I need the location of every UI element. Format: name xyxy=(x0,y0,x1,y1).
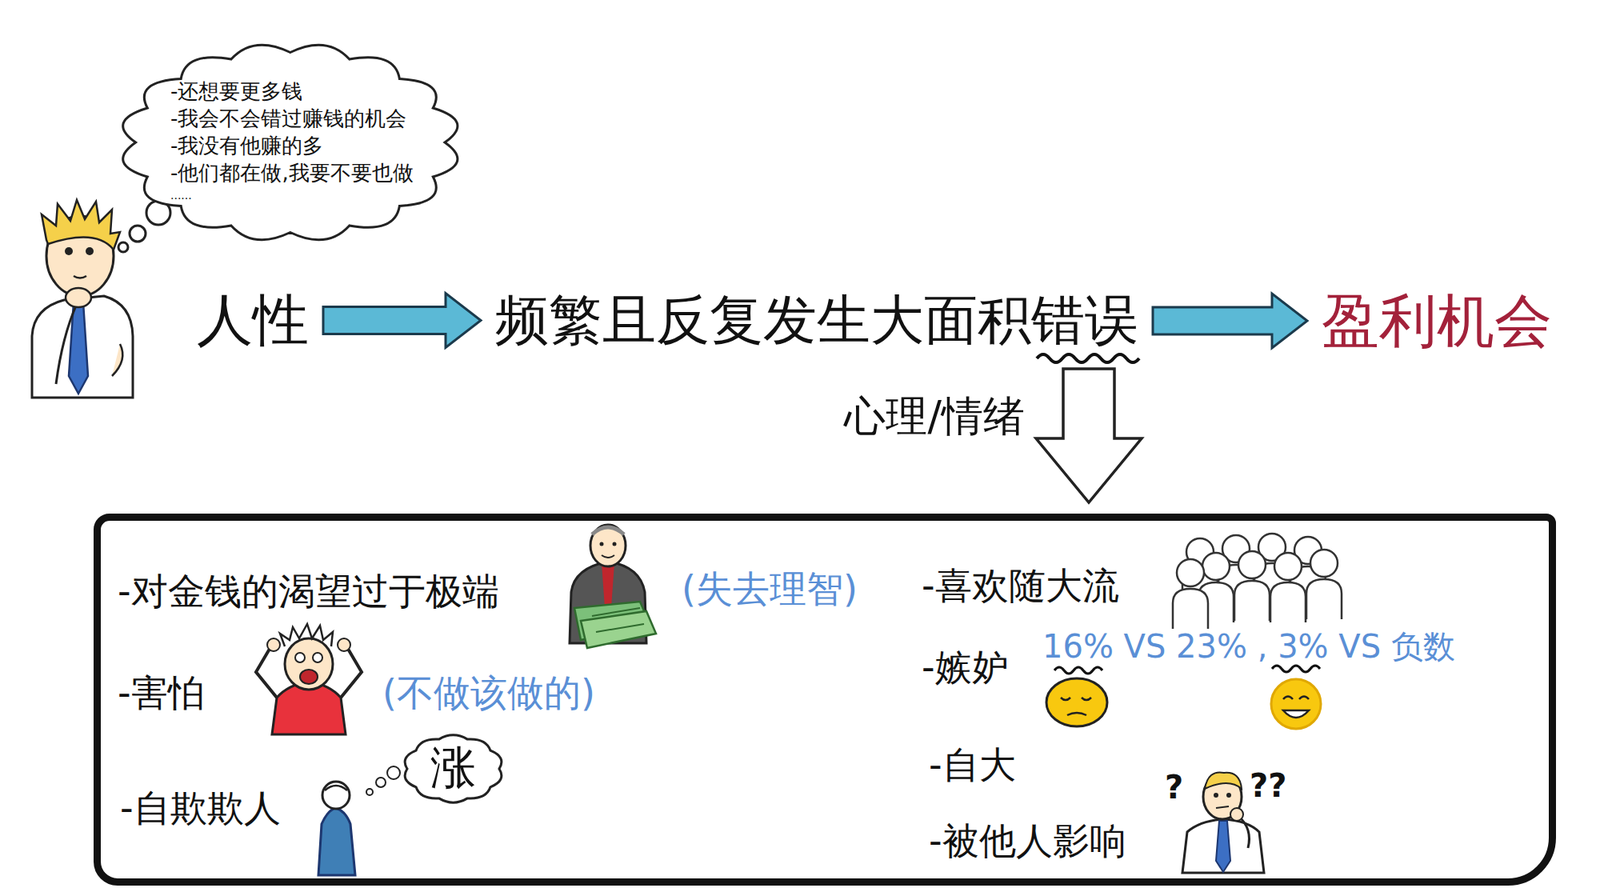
money-man xyxy=(580,611,656,648)
thought-cloud: -还想要更多钱-我会不会错过赚钱的机会-我没有他赚的多-他们都在做,我要不要也做… xyxy=(117,40,464,244)
money-man xyxy=(569,524,656,648)
money-man xyxy=(612,542,617,547)
term-text: 频繁且反复发生大面积错误 xyxy=(495,289,1139,352)
term-text: 盈利机会 xyxy=(1321,288,1552,355)
panel-text: -嫉妒 xyxy=(921,645,1009,690)
money-man xyxy=(592,608,644,632)
sad-face xyxy=(1046,678,1108,727)
thinking-man xyxy=(32,296,133,398)
thought-bubble-dots xyxy=(118,200,171,252)
emotion-panel: -对金钱的渴望过于极端 (失去理智) -害怕 (不做该做的) -自欺欺人 -喜欢随大流 -嫉… xyxy=(93,513,1556,886)
thinking-man xyxy=(65,288,92,308)
frightened-man xyxy=(300,669,318,684)
happy-face xyxy=(1271,665,1321,729)
frightened-man xyxy=(337,638,351,652)
block-arrow xyxy=(323,293,481,348)
crowd xyxy=(1306,549,1342,620)
confused-man xyxy=(1216,820,1231,872)
wavy-underline xyxy=(1036,354,1140,363)
block-arrow xyxy=(1152,293,1308,348)
down-arrow xyxy=(1036,368,1142,503)
frightened-man xyxy=(280,624,333,647)
thought-bubble-dots xyxy=(118,242,128,252)
hopeful-person xyxy=(387,766,400,780)
sad-face xyxy=(1067,712,1087,716)
panel-text: -自大 xyxy=(928,743,1016,788)
panel-text: (不做该做的) xyxy=(382,671,596,716)
hopeful-person xyxy=(322,781,350,809)
thinking-man xyxy=(73,276,87,279)
frightened-man xyxy=(295,652,305,663)
sad-face xyxy=(1054,667,1103,674)
happy-face xyxy=(1283,696,1309,700)
sad-face xyxy=(1060,697,1092,700)
thinking-man xyxy=(64,247,73,256)
money-man xyxy=(590,524,626,567)
thought-text: ...... xyxy=(170,186,414,204)
hopeful-person xyxy=(376,777,386,788)
money-man xyxy=(601,563,615,608)
crowd xyxy=(1172,533,1342,629)
frightened-man xyxy=(340,644,362,698)
frightened-man xyxy=(267,638,280,652)
hopeful-person xyxy=(318,808,356,876)
hopeful-person xyxy=(318,766,400,876)
hopeful-person xyxy=(324,785,348,791)
money-man xyxy=(601,555,615,558)
panel-text: -被他人影响 xyxy=(928,819,1127,864)
term-text: 人性 xyxy=(196,288,309,353)
sad-face xyxy=(1046,667,1108,727)
crowd xyxy=(1270,552,1306,623)
thought-text: -我会不会错过赚钱的机会 xyxy=(170,104,414,132)
thought-text: -还想要更多钱 xyxy=(170,77,414,105)
money-man xyxy=(592,527,624,535)
frightened-man xyxy=(284,638,333,690)
thinking-man xyxy=(56,304,77,384)
thinking-man xyxy=(112,344,123,376)
panel-text: -喜欢随大流 xyxy=(921,564,1120,608)
symbol-label: ? xyxy=(1164,769,1184,805)
happy-face xyxy=(1283,710,1309,718)
cloud-outline xyxy=(404,735,502,803)
flow-term: 频繁且反复发生大面积错误 xyxy=(495,289,1139,352)
panel-text: -自欺欺人 xyxy=(120,786,281,831)
frightened-man xyxy=(312,652,323,663)
thought-text: -我没有他赚的多 xyxy=(170,132,414,160)
confused-man xyxy=(1182,819,1264,873)
panel-text: 16% VS 23% , 3% VS 负数 xyxy=(1042,627,1456,666)
happy-face xyxy=(1271,679,1321,729)
thought-cloud: 涨 xyxy=(400,732,507,806)
confused-man xyxy=(1204,772,1242,789)
flow-term: 人性 xyxy=(196,288,309,353)
hopeful-person xyxy=(366,788,373,796)
confused-man xyxy=(1230,808,1244,821)
crowd xyxy=(1234,551,1270,621)
frightened-man xyxy=(256,644,277,698)
thinking-man xyxy=(41,200,120,250)
flow-result: 盈利机会 xyxy=(1321,288,1552,355)
panel-text: -对金钱的渴望过于极端 xyxy=(117,569,500,614)
edge-label: 心理/情绪 xyxy=(844,392,1025,441)
thought-text: -他们都在做,我要不要也做 xyxy=(170,159,414,187)
confused-man xyxy=(1226,792,1232,798)
confused-man xyxy=(1213,792,1219,798)
happy-face xyxy=(1272,665,1320,672)
symbol-label: ?? xyxy=(1249,768,1287,804)
thought-bubble-dots xyxy=(129,225,146,242)
thought-text: 涨 xyxy=(430,743,476,792)
money-man xyxy=(600,542,604,547)
frightened-man xyxy=(256,624,362,735)
panel-text: -害怕 xyxy=(117,671,205,716)
cloud-outline xyxy=(123,44,458,240)
confused-man xyxy=(1216,806,1229,808)
thinking-man xyxy=(32,200,133,398)
thinking-man xyxy=(85,247,94,256)
crowd xyxy=(1172,559,1208,629)
panel-text: (失去理智) xyxy=(681,567,858,612)
